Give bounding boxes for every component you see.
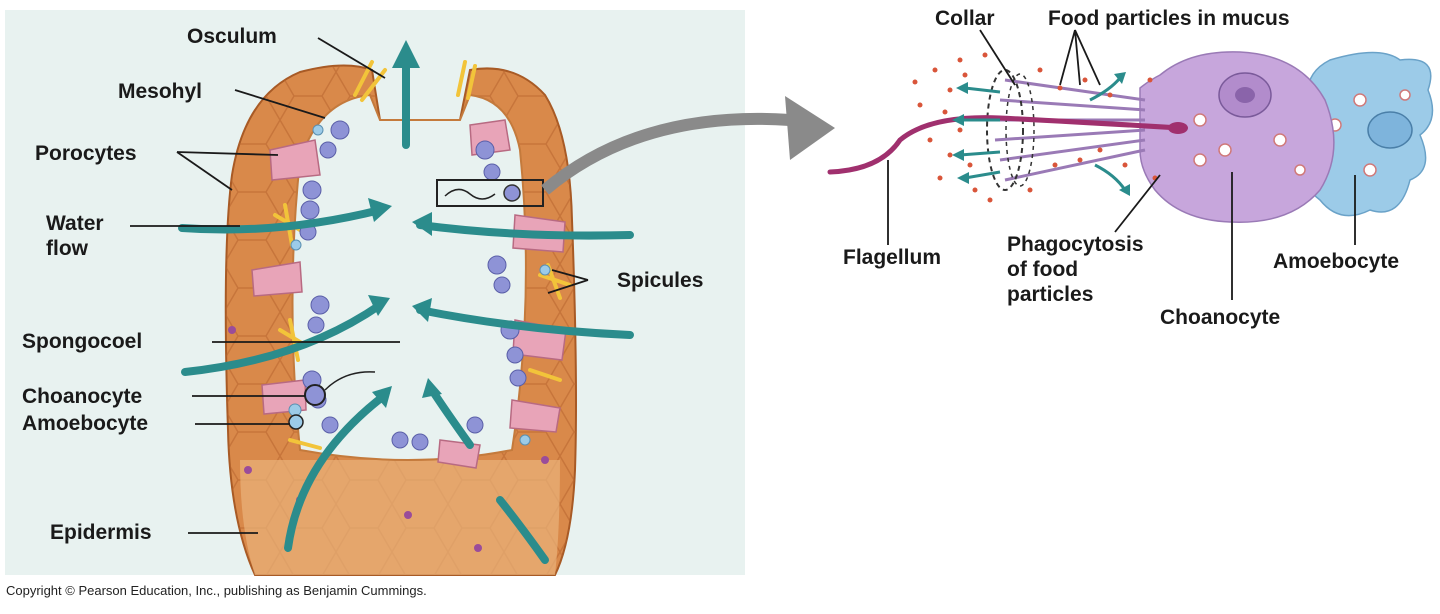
label-phagocytosis: Phagocytosis of food particles: [1007, 232, 1144, 307]
label-water-flow-line2: flow: [46, 237, 88, 260]
label-choanocyte-left: Choanocyte: [22, 385, 143, 408]
left-leader-lines: [130, 37, 589, 534]
water-flow-arrows: [178, 58, 634, 564]
label-phagocytosis-line2: of food: [1007, 258, 1079, 281]
food-particles: [912, 52, 1158, 203]
label-spongocoel: Spongocoel: [22, 330, 143, 353]
highlighted-choanocyte-box: [436, 179, 544, 207]
label-amoebocyte-left: Amoebocyte: [22, 412, 149, 435]
label-phagocytosis-line1: Phagocytosis: [1007, 233, 1144, 256]
collar-outline: [986, 69, 1024, 191]
flagellum: [827, 115, 1183, 175]
label-epidermis: Epidermis: [50, 521, 152, 544]
amoebocytes-left: [288, 124, 551, 446]
copyright-notice: Copyright © Pearson Education, Inc., pub…: [6, 583, 427, 598]
label-water-flow-line1: Water: [46, 212, 104, 235]
spongocoel-cavity: [291, 93, 527, 461]
label-food-particles: Food particles in mucus: [1048, 7, 1290, 30]
label-water-flow: Water flow: [46, 211, 104, 261]
closeup-flow-arrows: [959, 77, 1127, 191]
label-collar: Collar: [935, 7, 995, 30]
label-porocytes: Porocytes: [35, 142, 137, 165]
choanocyte-cell-body: [1139, 51, 1335, 223]
label-flagellum: Flagellum: [843, 246, 942, 269]
water-flow-arrowheads: [368, 40, 442, 408]
right-leader-lines: [887, 29, 1356, 300]
label-osculum: Osculum: [187, 25, 277, 48]
label-amoebocyte-right: Amoebocyte: [1273, 250, 1400, 273]
label-choanocyte-right: Choanocyte: [1160, 306, 1281, 329]
label-phagocytosis-line3: particles: [1007, 283, 1094, 306]
label-mesohyl: Mesohyl: [118, 80, 203, 103]
label-spicules: Spicules: [617, 269, 704, 292]
zoom-connector-arrow: [541, 112, 791, 195]
